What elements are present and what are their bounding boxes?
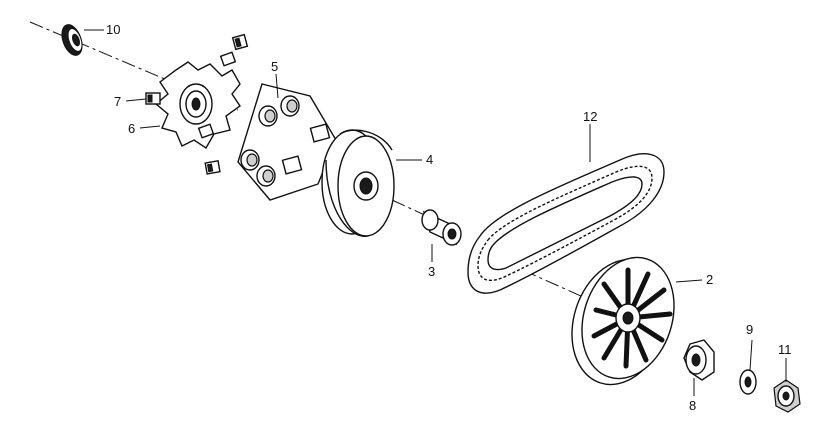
callout-7: 7 (114, 94, 121, 109)
callout-12: 12 (583, 109, 597, 124)
callout-2: 2 (706, 272, 713, 287)
callout-3: 3 (428, 264, 435, 279)
part-2-fixed-drive-face (571, 256, 675, 386)
part-10-oil-seal (61, 24, 83, 56)
callout-9: 9 (746, 322, 753, 337)
part-11-hex-nut (773, 379, 801, 413)
callout-10: 10 (106, 22, 120, 37)
part-4-movable-drive-face (321, 129, 395, 237)
part-5-roller-weights (237, 83, 337, 201)
callout-11: 11 (778, 342, 792, 357)
part-3-collar (421, 209, 462, 246)
callout-8: 8 (689, 398, 696, 413)
part-9-flat-washer (739, 369, 757, 395)
callout-5: 5 (271, 59, 278, 74)
part-7-slider-pieces (145, 33, 249, 175)
part-12-drive-belt (467, 153, 665, 294)
part-6-ramp-plate (154, 51, 241, 149)
callout-4: 4 (426, 152, 433, 167)
part-8-washer (683, 339, 715, 381)
callout-6: 6 (128, 121, 135, 136)
